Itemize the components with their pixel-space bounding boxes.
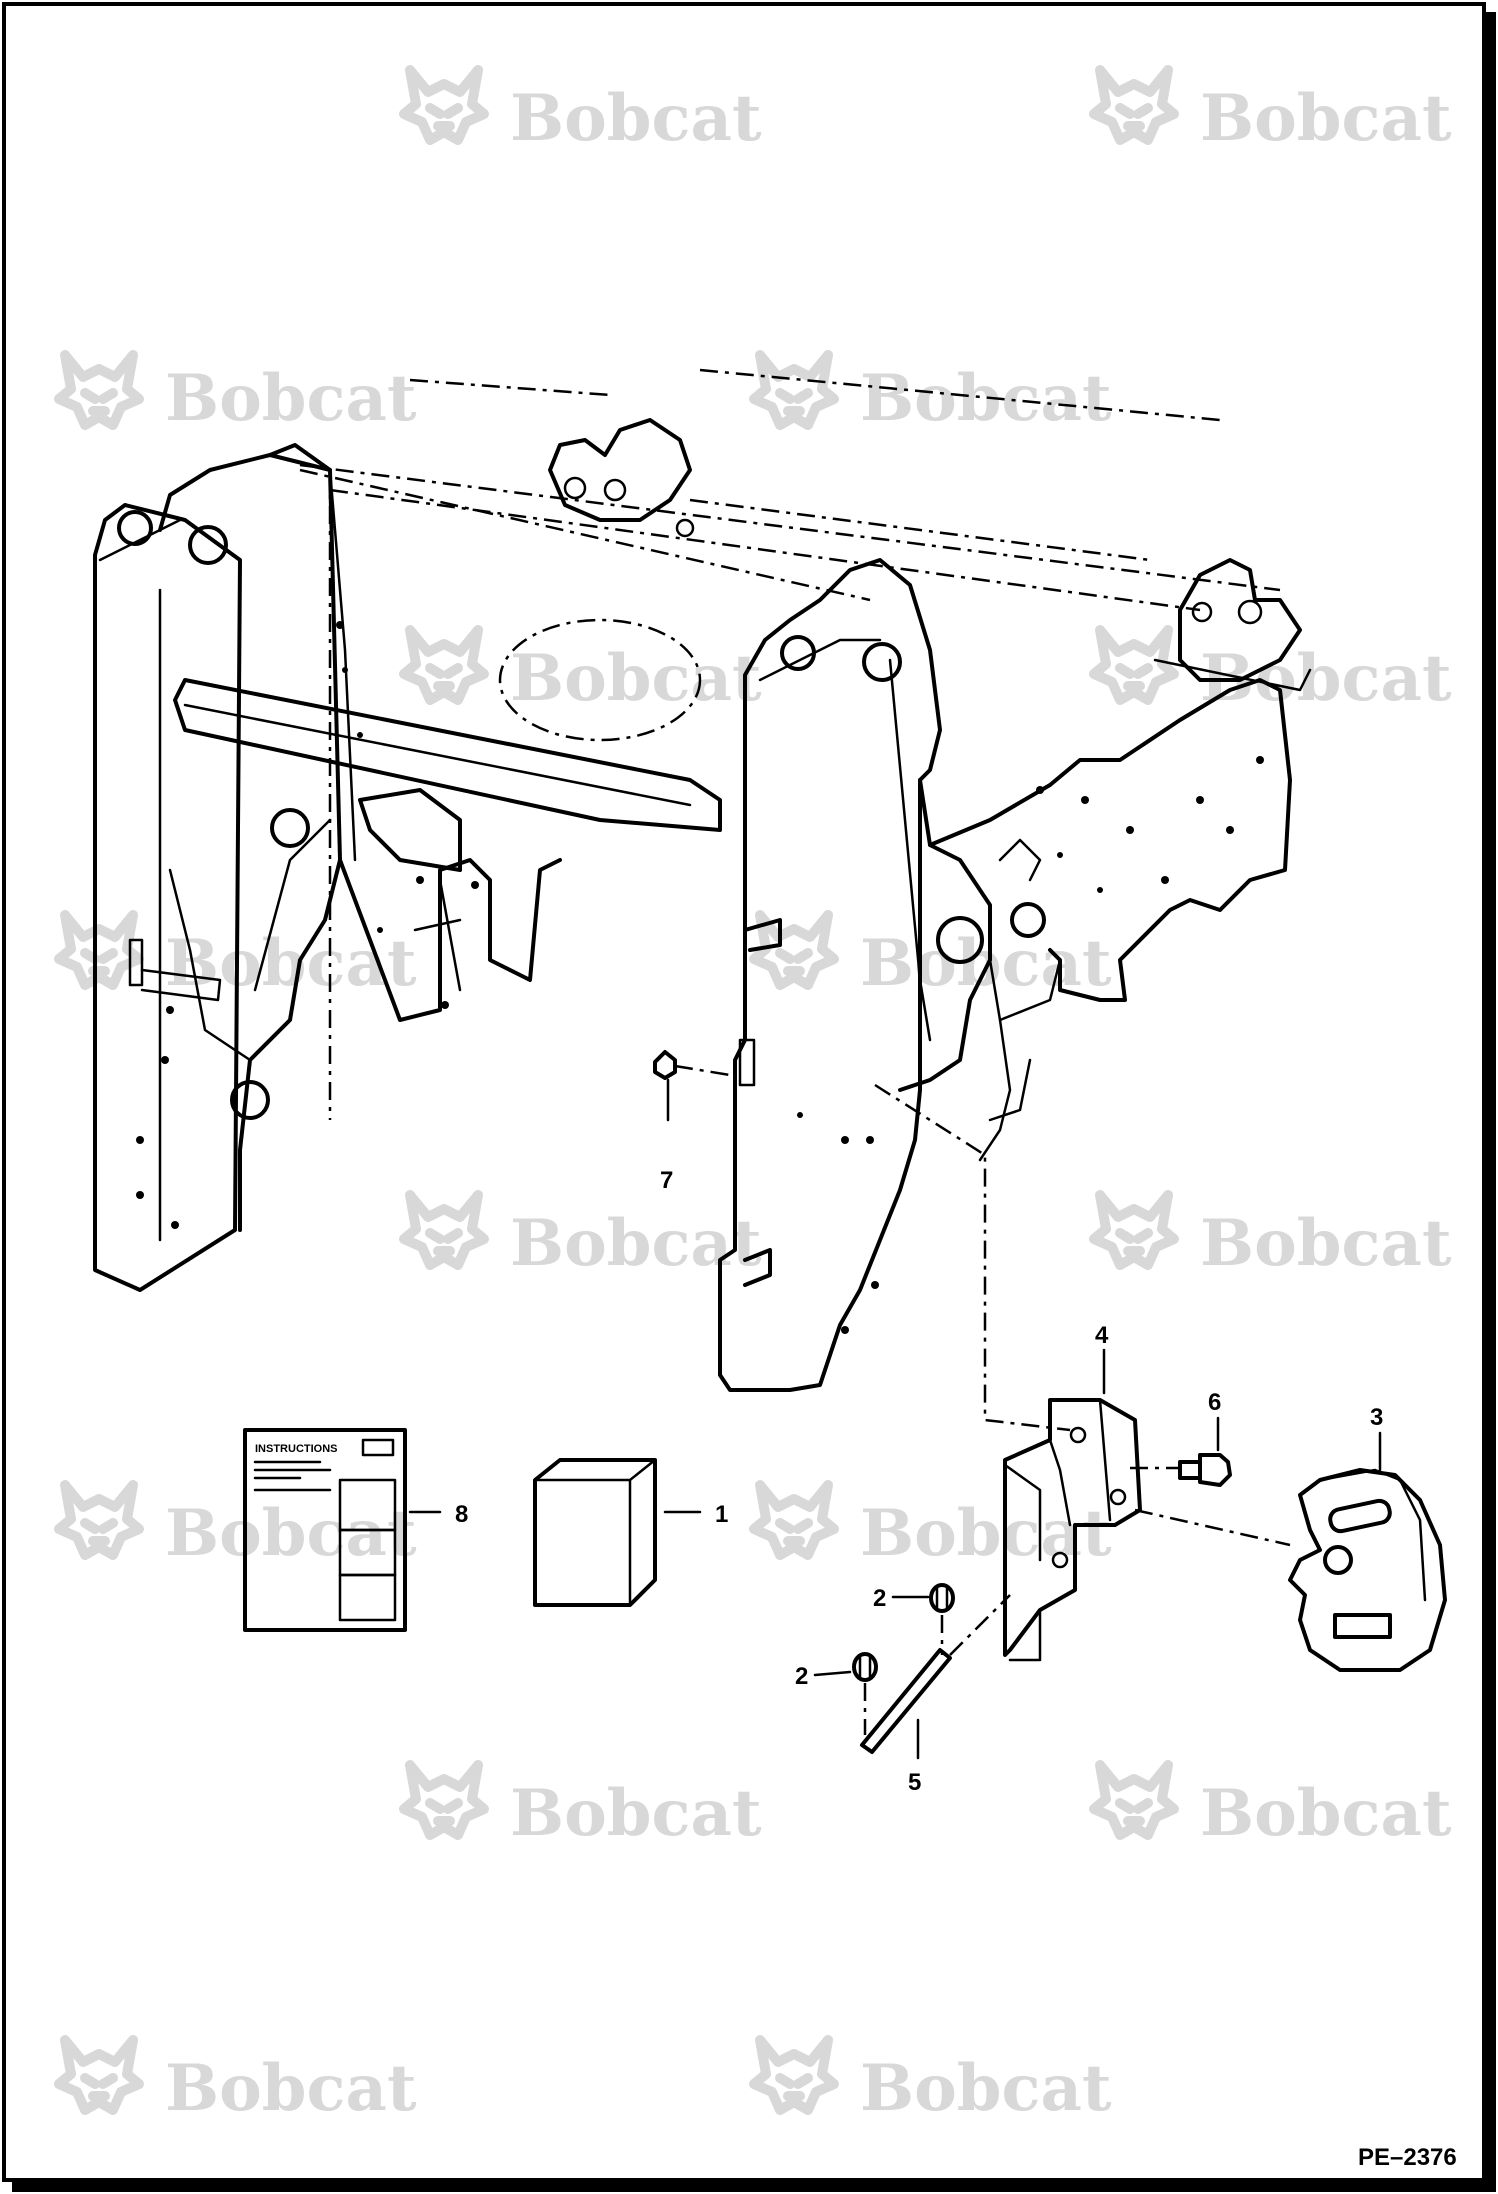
watermark-text: Bobcat (1200, 1776, 1452, 1851)
nut-upper-part[interactable] (929, 1583, 955, 1655)
watermark-7: Bobcat (59, 915, 417, 1001)
bobcat-head-logo-icon (1094, 70, 1174, 140)
bobcat-head-logo-icon (1094, 630, 1174, 700)
kit-box-part[interactable] (533, 1458, 657, 1607)
callout-6: 6 (1208, 1389, 1221, 1416)
instruction-sheet-part[interactable]: INSTRUCTIONS (243, 1428, 407, 1632)
bobcat-head-logo-icon (754, 1485, 834, 1555)
watermark-13: Bobcat (404, 1765, 762, 1851)
callout-2-lower: 2 (795, 1663, 808, 1690)
loader-main-frame (93, 368, 1312, 1392)
watermark-12: Bobcat (754, 1485, 1112, 1571)
frame-holes (136, 621, 1264, 1334)
watermark-16: Bobcat (754, 2040, 1112, 2126)
watermark-text: Bobcat (165, 361, 417, 436)
bolt-part[interactable] (1130, 1453, 1232, 1487)
bobcat-head-logo-icon (754, 355, 834, 425)
sheet-shadow-bottom (12, 2182, 1496, 2192)
bobcat-head-logo-icon (1094, 1765, 1174, 1835)
watermark-text: Bobcat (860, 1496, 1112, 1571)
watermark-text: Bobcat (165, 2051, 417, 2126)
counterweight-bracket-part[interactable] (1003, 1398, 1142, 1662)
watermark-layer: Bobcat Bobcat Bobcat Bobcat Bobcat Bobca… (59, 70, 1452, 2126)
sheet-shadow-right (1486, 12, 1496, 2192)
watermark-6: Bobcat (1094, 630, 1452, 716)
watermark-text: Bobcat (1200, 1206, 1452, 1281)
callout-2-upper: 2 (873, 1585, 886, 1612)
instruction-sheet-heading: INSTRUCTIONS (255, 1443, 338, 1455)
counterweight-part[interactable] (1134, 1468, 1447, 1672)
bobcat-head-logo-icon (404, 1765, 484, 1835)
watermark-text: Bobcat (165, 1496, 417, 1571)
nut-lower-part[interactable] (852, 1652, 878, 1735)
watermark-text: Bobcat (1200, 81, 1452, 156)
watermark-text: Bobcat (860, 361, 1112, 436)
watermark-4: Bobcat (754, 355, 1112, 436)
callout-7: 7 (660, 1167, 673, 1194)
bobcat-head-logo-icon (59, 915, 139, 985)
bobcat-head-logo-icon (404, 1195, 484, 1265)
frame-nut-part[interactable] (653, 1050, 731, 1122)
watermark-text: Bobcat (510, 81, 762, 156)
bobcat-head-logo-icon (404, 630, 484, 700)
callout-8: 8 (455, 1501, 468, 1528)
callout-5: 5 (908, 1769, 921, 1796)
callout-3: 3 (1370, 1404, 1383, 1431)
bobcat-head-logo-icon (754, 2040, 834, 2110)
watermark-text: Bobcat (510, 1776, 762, 1851)
watermark-text: Bobcat (510, 641, 762, 716)
callout-2b-leader (813, 1670, 852, 1677)
watermark-text: Bobcat (165, 926, 417, 1001)
watermark-11: Bobcat (59, 1485, 417, 1571)
figure-id: PE–2376 (1358, 2144, 1457, 2171)
watermark-10: Bobcat (1094, 1195, 1452, 1281)
watermark-9: Bobcat (404, 1195, 762, 1281)
rod-part[interactable] (860, 1594, 1011, 1754)
watermark-text: Bobcat (510, 1206, 762, 1281)
watermark-2: Bobcat (1094, 70, 1452, 156)
watermark-14: Bobcat (1094, 1765, 1452, 1851)
watermark-text: Bobcat (860, 2051, 1112, 2126)
bobcat-head-logo-icon (1094, 1195, 1174, 1265)
bracket-mount-leader (874, 1083, 1071, 1432)
watermark-8: Bobcat (754, 915, 1112, 1001)
callout-4: 4 (1095, 1322, 1109, 1349)
bobcat-head-logo-icon (59, 1485, 139, 1555)
bobcat-head-logo-icon (59, 2040, 139, 2110)
bobcat-head-logo-icon (59, 355, 139, 425)
watermark-text: Bobcat (860, 926, 1112, 1001)
bobcat-head-logo-icon (404, 70, 484, 140)
watermark-1: Bobcat (404, 70, 762, 156)
watermark-3: Bobcat (59, 355, 417, 436)
callout-1: 1 (715, 1501, 728, 1528)
watermark-15: Bobcat (59, 2040, 417, 2126)
watermark-5: Bobcat (404, 630, 762, 716)
